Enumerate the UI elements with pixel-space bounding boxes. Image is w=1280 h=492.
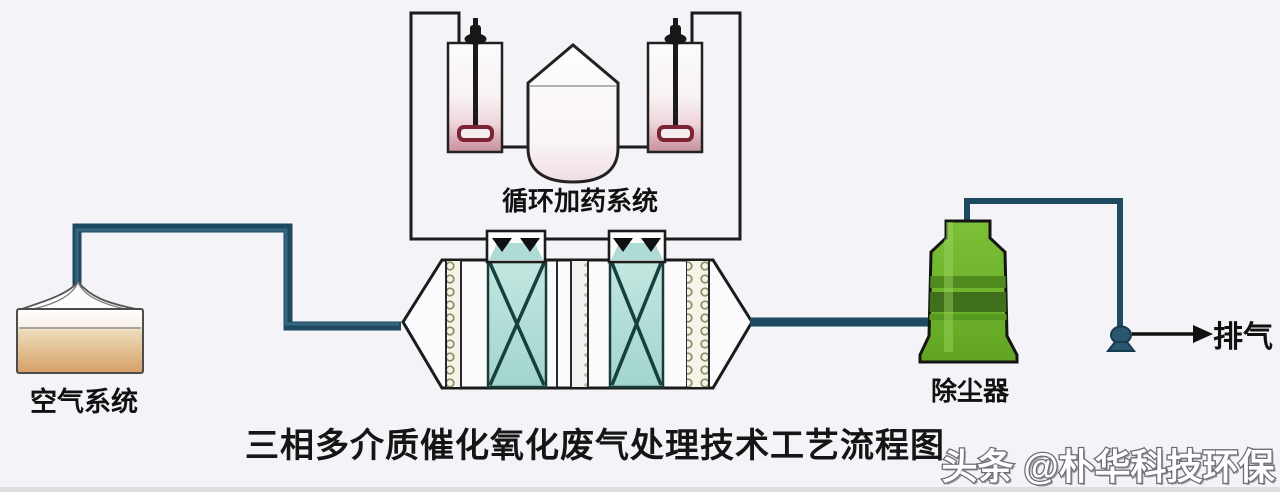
catalytic-oxidation-reactor <box>401 229 754 390</box>
spray-nozzle-icon <box>641 238 661 252</box>
spray-header-1 <box>485 229 547 264</box>
dust-collector-body <box>918 219 1019 364</box>
sheen <box>944 222 953 352</box>
collector-outlet-pipe <box>964 198 1123 329</box>
bottom-edge-band <box>0 487 1280 492</box>
dosing-system: 循环加药系统 <box>446 18 704 216</box>
packing-strip-left-pattern <box>446 261 461 387</box>
spray-header-2 <box>607 229 667 264</box>
air-tank <box>16 308 144 374</box>
agitator-paddle <box>457 125 494 142</box>
air-system: 空气系统 <box>16 223 401 417</box>
solution-tank-body <box>526 43 620 184</box>
spray-nozzle-icon <box>520 238 540 252</box>
spray-section-2-cross <box>610 262 663 386</box>
agitator-motor-icon <box>464 18 487 45</box>
packing-strip-right-pattern <box>687 261 709 387</box>
diagram-title: 三相多介质催化氧化废气处理技术工艺流程图 <box>245 427 945 465</box>
dust-collector-label: 除尘器 <box>931 376 1010 406</box>
fan-icon <box>1105 325 1137 352</box>
dosing-circuit <box>409 11 742 241</box>
stirred-vessel-left <box>446 18 504 154</box>
exhaust-label: 排气 <box>1213 321 1273 354</box>
exhaust-outlet: 排气 <box>1105 321 1273 354</box>
exhaust-arrowhead-icon <box>1193 325 1213 343</box>
dust-collector-bands <box>920 222 1017 352</box>
band <box>920 314 1017 320</box>
stirred-vessel-right <box>646 18 704 154</box>
spray-nozzle-icon <box>613 238 633 252</box>
agitator-shaft <box>473 43 478 133</box>
band <box>920 292 1017 312</box>
agitator-paddle <box>657 125 694 142</box>
dust-collector: 除尘器 <box>750 198 1123 406</box>
agitator-motor-icon <box>664 18 687 45</box>
spray-section-1-cross <box>488 262 546 386</box>
air-system-label: 空气系统 <box>30 386 138 417</box>
watermark: 头条 @朴华科技环保 <box>941 446 1275 487</box>
dosing-system-label: 循环加药系统 <box>502 186 658 216</box>
header-liquid <box>489 243 543 260</box>
dosing-circuit-pipe <box>409 11 742 241</box>
air-inlet-pipe-highlight <box>75 228 399 326</box>
packing-strip-middle-pattern <box>571 261 588 387</box>
band <box>920 276 1017 288</box>
solution-tank <box>526 43 620 184</box>
agitator-shaft <box>673 43 678 133</box>
spray-nozzle-icon <box>492 238 512 252</box>
watermark-shadow: 头条 @朴华科技环保 <box>943 448 1277 489</box>
